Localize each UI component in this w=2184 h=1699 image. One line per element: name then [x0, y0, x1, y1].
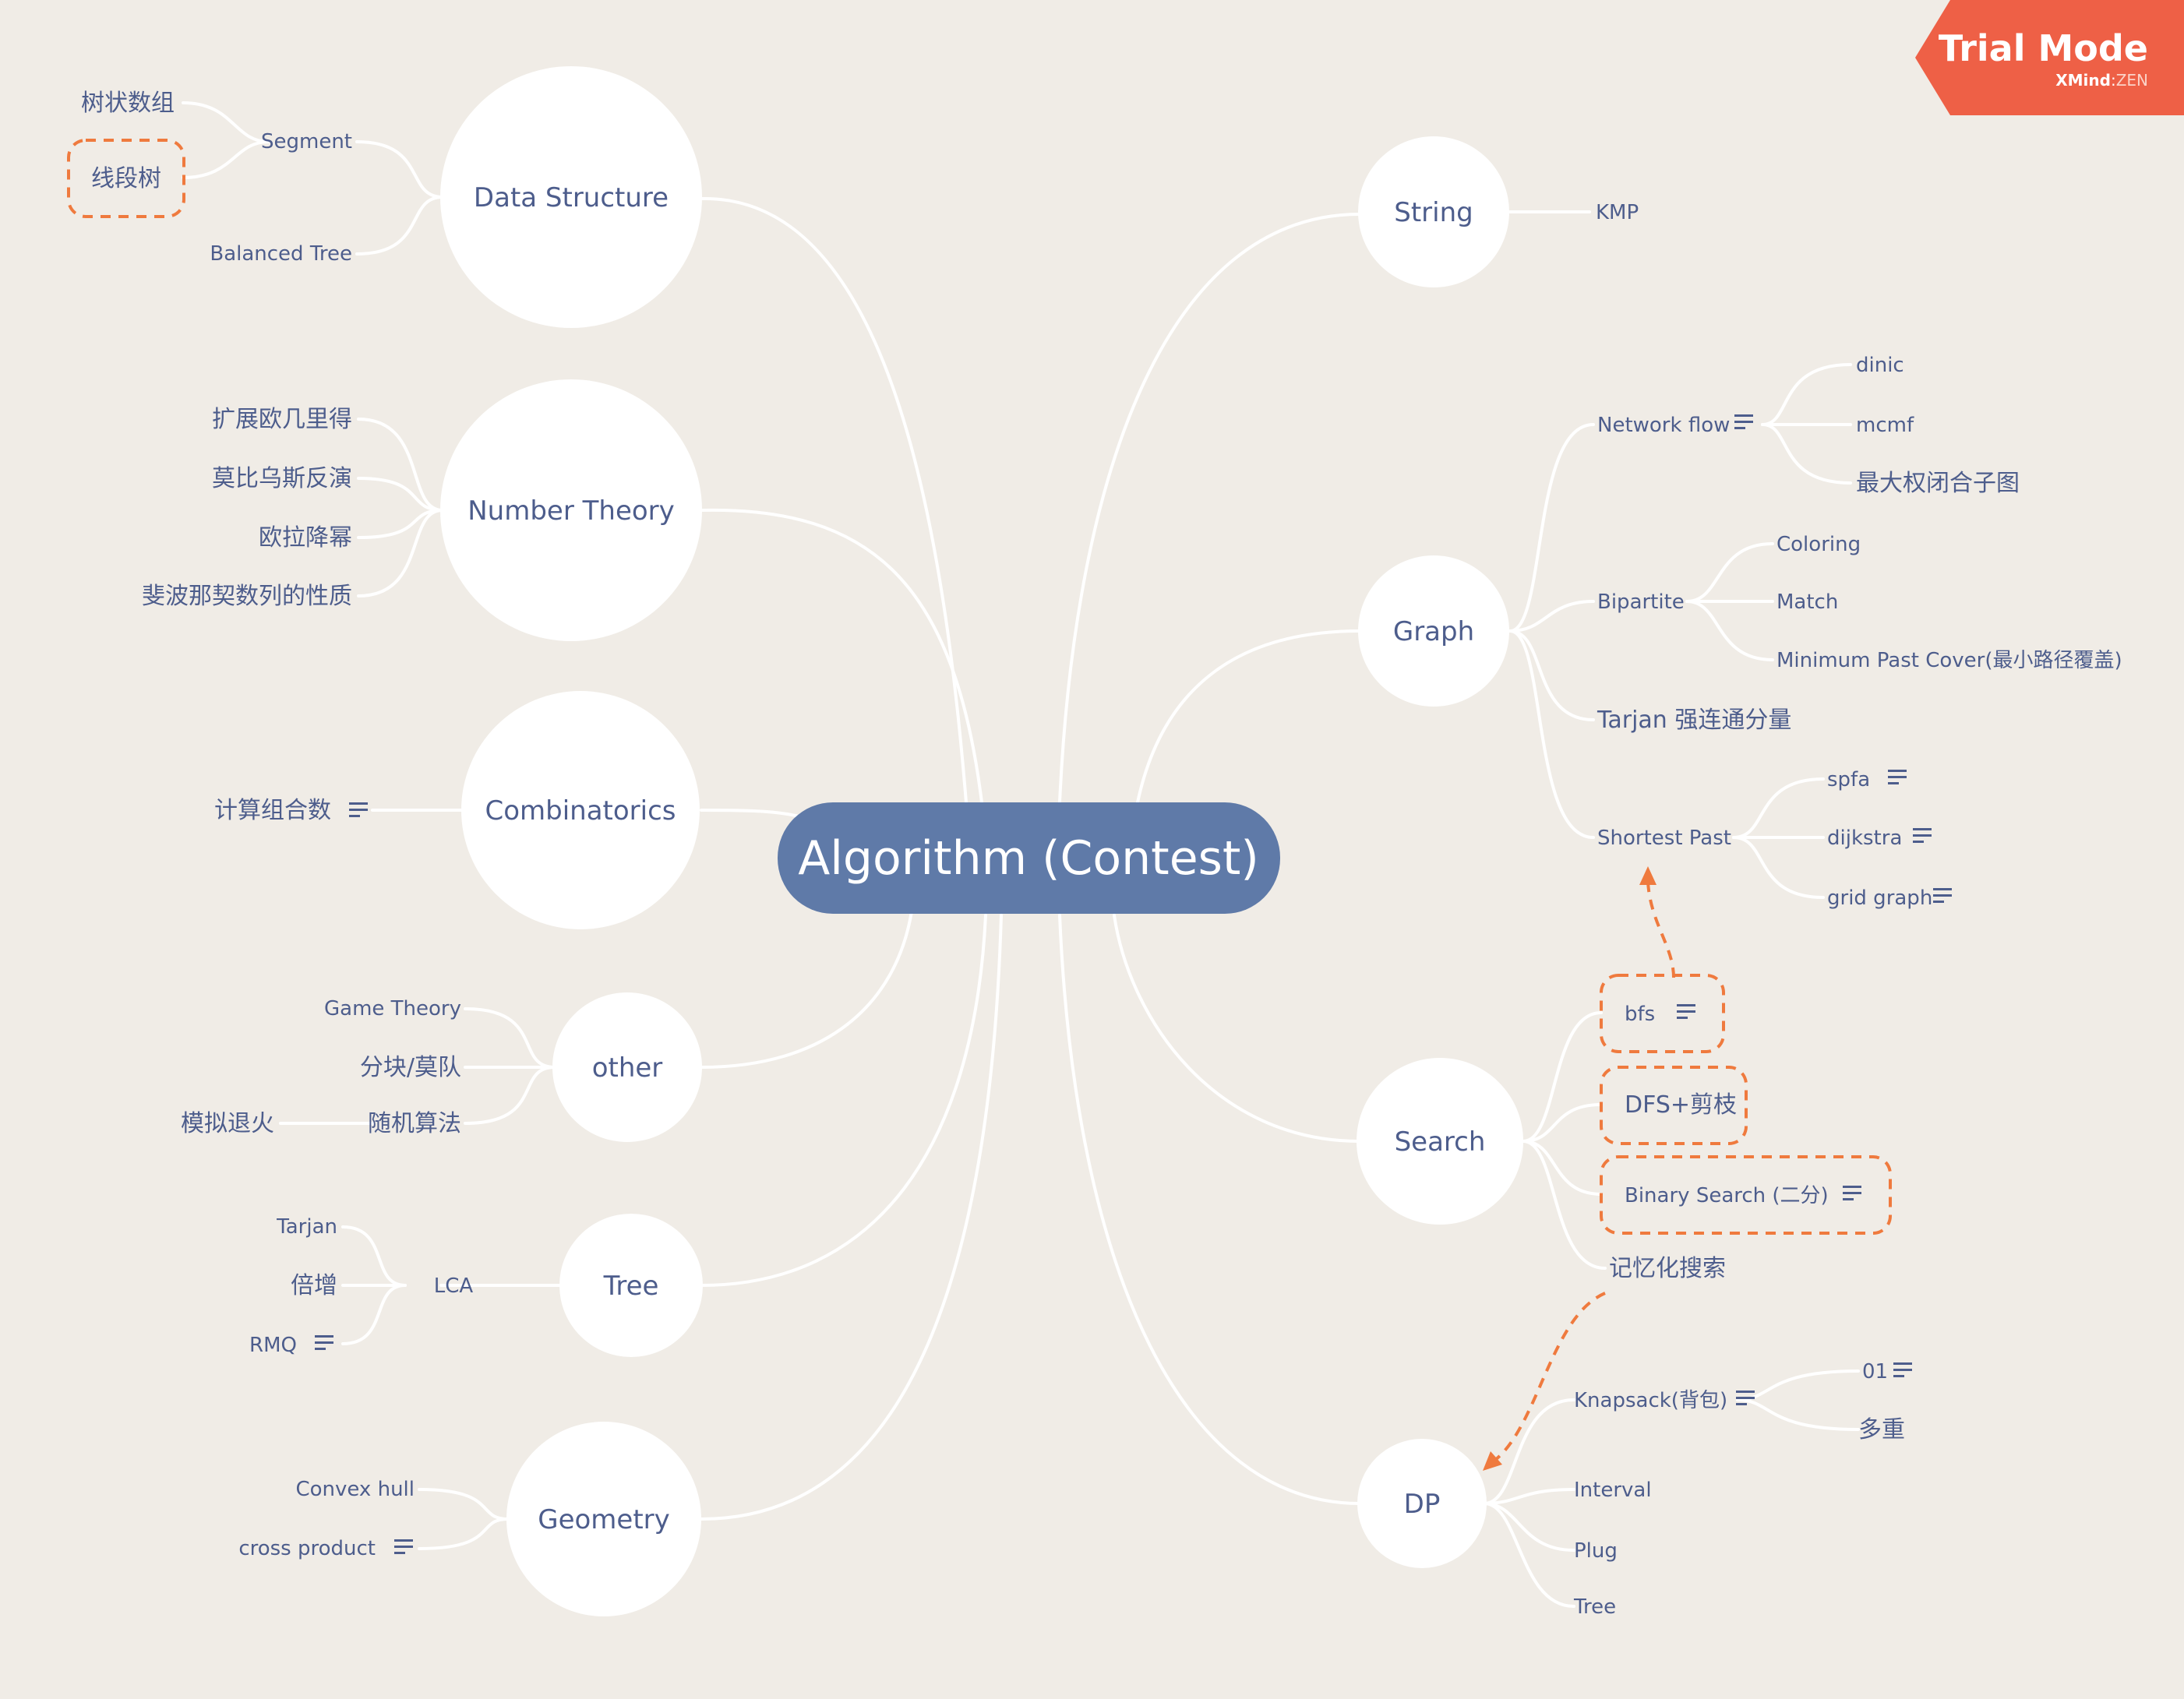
- combinatorics-node[interactable]: [461, 691, 700, 929]
- topic-multi[interactable]: 多重: [1858, 1416, 1905, 1443]
- topic-network-flow[interactable]: Network flow: [1597, 414, 1730, 437]
- topic-rmq[interactable]: RMQ: [249, 1334, 297, 1357]
- topic-kmp[interactable]: KMP: [1596, 201, 1639, 224]
- topic-memo[interactable]: 记忆化搜索: [1609, 1255, 1726, 1282]
- trial-mode-title: Trial Mode: [1939, 27, 2148, 69]
- topic-plug[interactable]: Plug: [1574, 1539, 1618, 1563]
- topic-knapsack[interactable]: Knapsack(背包): [1574, 1389, 1727, 1412]
- topic-dijkstra[interactable]: dijkstra: [1827, 827, 1902, 850]
- topic-cross-product[interactable]: cross product: [238, 1537, 376, 1560]
- note-icon[interactable]: [1677, 1004, 1695, 1019]
- topic-spfa[interactable]: spfa: [1827, 768, 1870, 791]
- note-icon[interactable]: [315, 1335, 333, 1350]
- topic-nt-1[interactable]: 扩展欧几里得: [212, 406, 352, 433]
- root-label: Algorithm (Contest): [798, 831, 1259, 886]
- topic-lca[interactable]: LCA: [434, 1274, 474, 1298]
- dp-node[interactable]: [1357, 1439, 1487, 1568]
- topic-shortest-past[interactable]: Shortest Past: [1597, 827, 1731, 850]
- topic-comb[interactable]: 计算组合数: [214, 797, 331, 824]
- right-leaf-labels: KMP Network flow dinic mcmf 最大权闭合子图 Bipa…: [1573, 201, 2122, 1619]
- topic-dinic[interactable]: dinic: [1856, 354, 1904, 377]
- topic-min-path-cover[interactable]: Minimum Past Cover(最小路径覆盖): [1776, 649, 2122, 672]
- topic-fenwick[interactable]: 树状数组: [81, 90, 175, 117]
- data-structure-label: Data Structure: [474, 182, 669, 213]
- topic-dp-tree[interactable]: Tree: [1573, 1595, 1616, 1619]
- topic-game-theory[interactable]: Game Theory: [324, 997, 461, 1020]
- note-icon[interactable]: [1913, 828, 1932, 843]
- dp-label: DP: [1404, 1489, 1441, 1520]
- highlight-boxes: [67, 139, 1892, 1235]
- combinatorics-label: Combinatorics: [485, 795, 676, 827]
- topic-binary-search[interactable]: Binary Search (二分): [1625, 1184, 1829, 1207]
- trial-mode-brand: XMind:ZEN: [2055, 71, 2148, 90]
- topic-segment-tree[interactable]: 线段树: [91, 165, 161, 192]
- geometry-node[interactable]: [506, 1422, 701, 1616]
- arrowhead-icon: [1639, 866, 1657, 885]
- topic-annealing[interactable]: 模拟退火: [181, 1110, 274, 1137]
- arrowhead-icon: [1483, 1451, 1502, 1471]
- tree-node[interactable]: [559, 1214, 703, 1357]
- topic-nt-3[interactable]: 欧拉降幂: [259, 524, 352, 552]
- topic-nt-4[interactable]: 斐波那契数列的性质: [142, 583, 352, 610]
- note-icon[interactable]: [394, 1539, 413, 1554]
- topic-nt-2[interactable]: 莫比乌斯反演: [212, 465, 352, 492]
- geometry-label: Geometry: [538, 1504, 670, 1535]
- search-label: Search: [1395, 1126, 1486, 1158]
- trial-mode-badge[interactable]: Trial Mode XMind:ZEN: [1915, 0, 2184, 115]
- graph-node[interactable]: [1358, 555, 1509, 707]
- left-leaf-labels: Segment 树状数组 线段树 Balanced Tree 扩展欧几里得 莫比…: [81, 90, 473, 1560]
- string-label: String: [1394, 197, 1473, 228]
- note-icon[interactable]: [349, 802, 368, 817]
- sub-connectors: [182, 101, 1860, 1608]
- topic-interval[interactable]: Interval: [1574, 1479, 1652, 1502]
- topic-blocks[interactable]: 分块/莫队: [360, 1054, 461, 1081]
- other-label: other: [592, 1052, 663, 1084]
- topic-bipartite[interactable]: Bipartite: [1597, 590, 1685, 614]
- branch-nodes: [440, 66, 1523, 1616]
- topic-segment[interactable]: Segment: [261, 130, 352, 153]
- note-icon[interactable]: [1734, 414, 1753, 429]
- topic-tarjan-scc[interactable]: Tarjan 强连通分量: [1597, 707, 1791, 734]
- search-node[interactable]: [1357, 1058, 1523, 1225]
- note-icon[interactable]: [1933, 888, 1952, 903]
- topic-convex-hull[interactable]: Convex hull: [295, 1478, 415, 1501]
- topic-mcmf[interactable]: mcmf: [1856, 414, 1914, 437]
- topic-tarjan[interactable]: Tarjan: [276, 1215, 337, 1239]
- string-node[interactable]: [1358, 136, 1509, 287]
- topic-01[interactable]: 01: [1862, 1360, 1888, 1384]
- topic-doubling[interactable]: 倍增: [291, 1272, 337, 1299]
- data-structure-node[interactable]: [440, 66, 702, 328]
- other-node[interactable]: [552, 992, 702, 1142]
- number-theory-label: Number Theory: [467, 495, 675, 527]
- topic-random[interactable]: 随机算法: [368, 1110, 461, 1137]
- topic-grid-graph[interactable]: grid graph: [1827, 887, 1932, 910]
- note-icons: [315, 414, 1952, 1554]
- topic-match[interactable]: Match: [1776, 590, 1838, 614]
- graph-label: Graph: [1393, 616, 1474, 647]
- topic-coloring[interactable]: Coloring: [1776, 533, 1861, 556]
- branch-labels: Data Structure Number Theory Combinatori…: [467, 182, 1485, 1535]
- tree-label: Tree: [603, 1271, 659, 1302]
- number-theory-node[interactable]: [440, 379, 702, 641]
- relationship-arrows: [1483, 866, 1675, 1471]
- note-icon[interactable]: [1888, 770, 1907, 784]
- note-icon[interactable]: [1736, 1391, 1755, 1405]
- root-node[interactable]: [778, 802, 1280, 914]
- topic-balanced-tree[interactable]: Balanced Tree: [210, 242, 352, 266]
- main-connectors: [700, 196, 1361, 1521]
- topic-dfs[interactable]: DFS+剪枝: [1625, 1091, 1737, 1119]
- note-icon[interactable]: [1893, 1362, 1912, 1377]
- topic-max-closure[interactable]: 最大权闭合子图: [1856, 470, 2020, 497]
- topic-bfs[interactable]: bfs: [1625, 1003, 1655, 1026]
- note-icon[interactable]: [1843, 1186, 1861, 1200]
